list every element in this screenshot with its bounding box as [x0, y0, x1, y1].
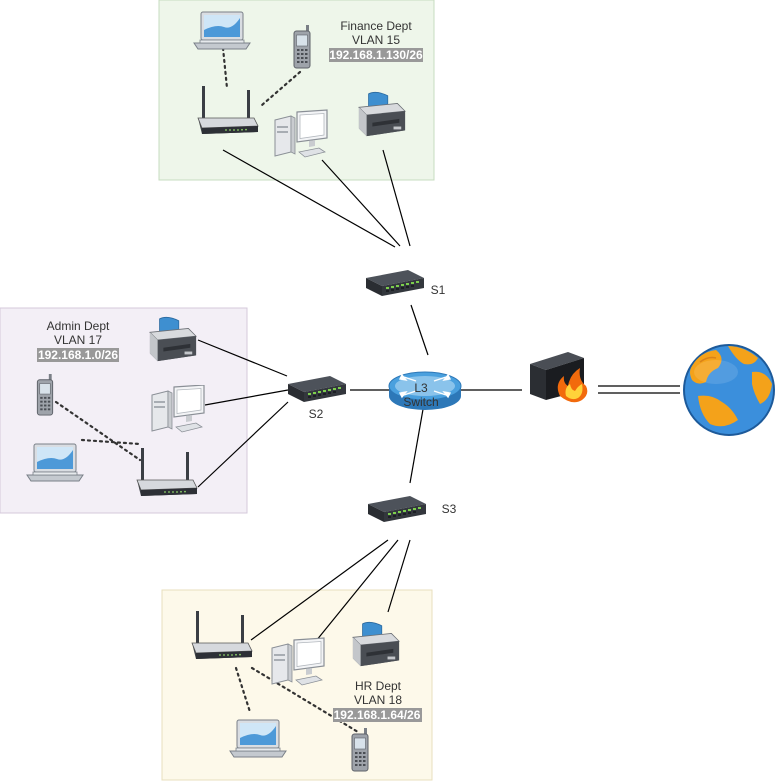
hr-zone: [161, 589, 433, 781]
finance-laptop-icon: [193, 11, 251, 50]
hr-mobile-phone-icon: [351, 728, 369, 772]
hr-subnet-badge: [333, 708, 422, 722]
l3-switch-icon: [388, 371, 462, 410]
s3-network-switch-icon: [368, 496, 426, 522]
admin-laptop-icon: [26, 443, 84, 482]
network-links: [197, 149, 680, 642]
s2-label: S2: [309, 407, 324, 421]
firewall-icon: [530, 352, 588, 403]
finance-mobile-phone-icon: [293, 25, 311, 69]
admin-dept-label: Admin Dept: [47, 319, 110, 333]
hr-dept-label: HR Dept: [355, 679, 402, 693]
l3-switch-label-line2: Switch: [403, 395, 438, 409]
finance-subnet-badge: [329, 48, 423, 62]
s2-network-switch-icon: [288, 376, 346, 402]
finance-dept-label: Finance Dept: [340, 19, 412, 33]
admin-mobile-phone-icon: [36, 374, 54, 416]
s1-label: S1: [431, 283, 446, 297]
internet-globe-icon: [683, 344, 775, 436]
l3-switch-label-line1: L3: [414, 381, 428, 395]
finance-subnet-label: 192.168.1.130/26: [329, 48, 423, 62]
admin-subnet-label: 192.168.1.0/26: [38, 348, 118, 362]
s3-label: S3: [442, 502, 457, 516]
hr-vlan-label: VLAN 18: [354, 693, 402, 707]
admin-vlan-label: VLAN 17: [54, 333, 102, 347]
admin-subnet-badge: [37, 348, 119, 362]
finance-vlan-label: VLAN 15: [352, 33, 400, 47]
s1-network-switch-icon: [366, 270, 424, 296]
hr-subnet-label: 192.168.1.64/26: [334, 708, 421, 722]
hr-laptop-icon: [229, 719, 287, 758]
